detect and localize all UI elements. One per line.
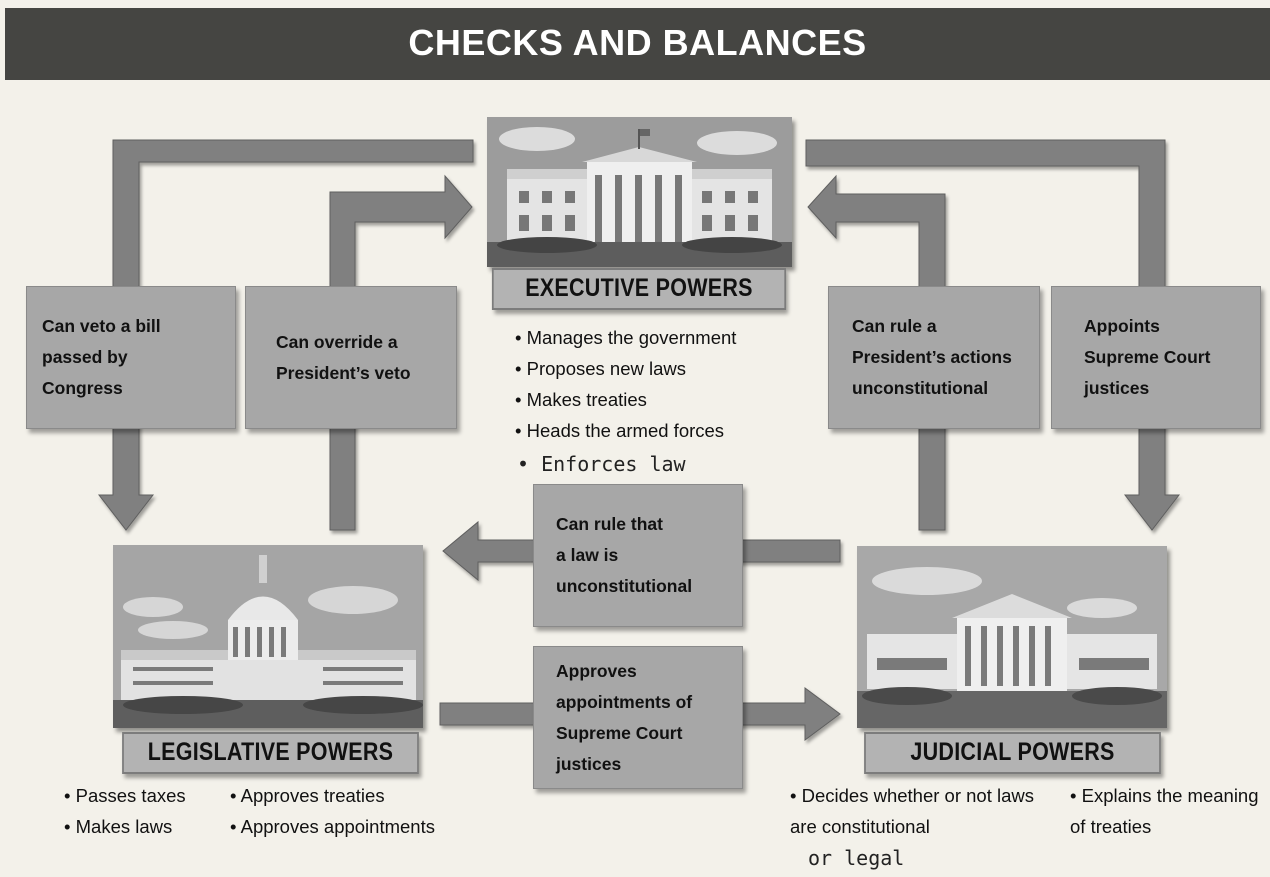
bullet-icon: •: [517, 452, 542, 476]
list-item: Makes treaties: [515, 384, 736, 415]
list-item: Approves appointments: [230, 811, 435, 842]
check-veto-line: Congress: [42, 378, 123, 398]
supreme-court-icon: [857, 546, 1167, 728]
list-item: Manages the government: [515, 322, 737, 353]
judicial-powers-label: JUDICIAL POWERS: [864, 732, 1161, 774]
legislative-powers-list-left: Passes taxes Makes laws: [64, 780, 186, 842]
judicial-powers-list-right: Explains the meaning of treaties: [1070, 780, 1270, 842]
check-rule-law-line: a law is: [556, 545, 619, 565]
check-rule-law-line: Can rule that: [556, 514, 663, 534]
check-veto-box: Can veto a bill passed by Congress: [26, 286, 236, 429]
list-item: Explains the meaning of treaties: [1070, 780, 1270, 842]
check-rule-actions-box: Can rule a President’s actions unconstit…: [828, 286, 1040, 429]
handwritten-text: Enforces law: [541, 452, 686, 476]
check-rule-law-line: unconstitutional: [556, 576, 693, 596]
legislative-powers-label: LEGISLATIVE POWERS: [122, 732, 419, 774]
legislative-powers-list-right: Approves treaties Approves appointments: [230, 780, 435, 842]
page-title: CHECKS AND BALANCES: [408, 22, 867, 63]
check-appoints-line: justices: [1084, 378, 1150, 398]
white-house-icon: [487, 117, 792, 267]
check-rule-actions-line: unconstitutional: [852, 378, 989, 398]
list-item: Proposes new laws: [515, 353, 736, 384]
check-appoints-line: Supreme Court: [1084, 347, 1211, 367]
list-item: Heads the armed forces: [515, 415, 736, 446]
check-override-line: Can override a: [276, 331, 398, 352]
executive-powers-label: EXECUTIVE POWERS: [491, 268, 787, 310]
check-rule-actions-line: President’s actions: [852, 347, 1012, 367]
capitol-icon: [113, 545, 423, 728]
list-item: Approves treaties: [230, 780, 435, 811]
check-appoints-line: Appoints: [1084, 316, 1160, 336]
check-approves-line: Approves: [556, 660, 637, 681]
check-appoints-box: Appoints Supreme Court justices: [1051, 286, 1261, 429]
executive-powers-list: Manages the government Proposes new laws…: [515, 322, 737, 446]
check-rule-law-box: Can rule that a law is unconstitutional: [533, 484, 743, 627]
handwritten-note-executive: • Enforces law: [517, 452, 686, 476]
check-approves-line: justices: [556, 753, 622, 774]
check-approves-line: appointments of: [556, 691, 693, 712]
judicial-powers-list-left: Decides whether or not laws are constitu…: [790, 780, 1040, 842]
check-approves-box: Approves appointments of Supreme Court j…: [533, 646, 743, 789]
executive-building-image: [487, 117, 792, 267]
check-veto-line: passed by: [42, 347, 128, 367]
check-approves-line: Supreme Court: [556, 722, 683, 743]
list-item: Decides whether or not laws are constitu…: [790, 780, 1040, 842]
check-override-line: President’s veto: [276, 362, 411, 383]
list-item: Makes laws: [64, 811, 186, 842]
handwritten-note-judicial: or legal: [808, 846, 905, 870]
check-veto-line: Can veto a bill: [42, 316, 161, 336]
judicial-building-image: [857, 546, 1167, 728]
check-rule-actions-line: Can rule a: [852, 316, 937, 336]
list-item: Passes taxes: [64, 780, 186, 811]
check-override-box: Can override a President’s veto: [245, 286, 457, 429]
title-banner: [5, 8, 1270, 80]
legislative-building-image: [113, 545, 423, 728]
